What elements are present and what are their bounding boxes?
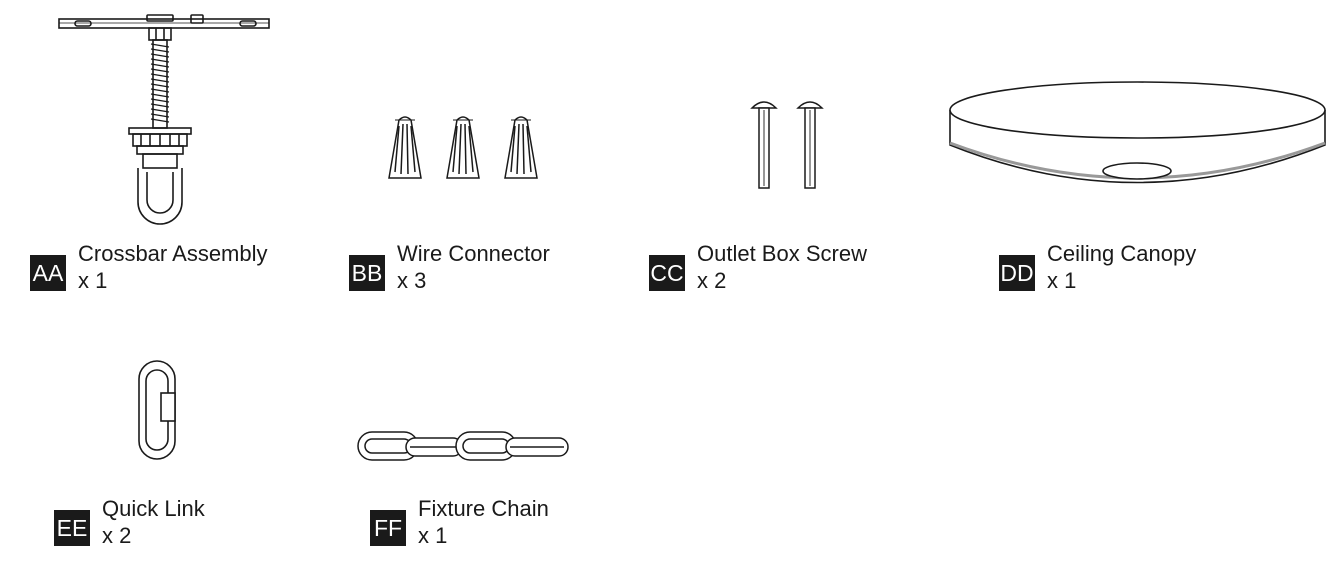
part-quantity: x 1 <box>1047 268 1077 293</box>
part-quantity: x 1 <box>418 523 448 548</box>
part-name: Quick Link <box>102 496 205 521</box>
part-quantity: x 1 <box>78 268 108 293</box>
wire-connector-icon <box>385 112 545 182</box>
part-code-badge: EE <box>54 510 90 546</box>
part-name: Ceiling Canopy <box>1047 241 1197 266</box>
part-label-cc: CC Outlet Box Screw x 2 <box>649 240 867 294</box>
part-code-badge: CC <box>649 255 685 291</box>
outlet-box-screw-icon <box>748 96 828 192</box>
part-name: Outlet Box Screw <box>697 241 867 266</box>
part-code-badge: FF <box>370 510 406 546</box>
part-quantity: x 2 <box>102 523 132 548</box>
part-label-aa: AA Crossbar Assembly x 1 <box>30 240 268 294</box>
part-label-bb: BB Wire Connector x 3 <box>349 240 550 294</box>
part-label-ff: FF Fixture Chain x 1 <box>370 495 549 549</box>
part-code-badge: DD <box>999 255 1035 291</box>
part-label-dd: DD Ceiling Canopy x 1 <box>999 240 1196 294</box>
crossbar-assembly-icon <box>55 12 275 227</box>
part-label-ee: EE Quick Link x 2 <box>54 495 205 549</box>
fixture-chain-icon <box>356 428 576 466</box>
part-name: Wire Connector <box>397 241 550 266</box>
part-name: Fixture Chain <box>418 496 549 521</box>
quick-link-icon <box>136 358 186 463</box>
part-code-badge: AA <box>30 255 66 291</box>
part-quantity: x 2 <box>697 268 727 293</box>
ceiling-canopy-icon <box>945 75 1330 205</box>
part-code-badge: BB <box>349 255 385 291</box>
part-quantity: x 3 <box>397 268 427 293</box>
part-name: Crossbar Assembly <box>78 241 268 266</box>
